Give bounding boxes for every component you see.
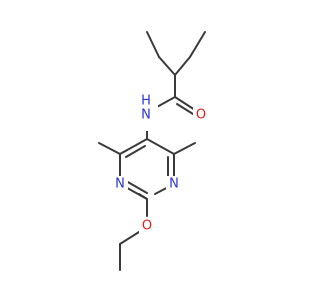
amide-n-label: N bbox=[141, 108, 151, 123]
amide-nitrogen: H N bbox=[138, 94, 158, 131]
ring-nitrogen-left: N bbox=[112, 176, 128, 192]
ring-n-left-label: N bbox=[115, 177, 125, 192]
label-background bbox=[166, 176, 182, 192]
carbonyl-oxygen: O bbox=[193, 107, 209, 123]
bond bbox=[125, 145, 146, 158]
bond bbox=[158, 56, 176, 76]
bond bbox=[146, 138, 175, 155]
bond bbox=[174, 96, 196, 111]
label-background bbox=[193, 107, 209, 123]
bond bbox=[98, 142, 121, 155]
bond bbox=[189, 31, 206, 58]
ring-nitrogen-right: N bbox=[166, 176, 182, 192]
bond bbox=[125, 180, 148, 194]
ether-o-label: O bbox=[142, 219, 152, 234]
label-background bbox=[112, 176, 128, 192]
bonds bbox=[98, 31, 206, 271]
ring-n-right-label: N bbox=[169, 177, 179, 192]
carbonyl-o-label: O bbox=[196, 108, 206, 123]
amide-h-label: H bbox=[141, 94, 151, 109]
atom-labels: H N O N N O bbox=[112, 94, 209, 234]
bond bbox=[173, 142, 196, 155]
bond bbox=[154, 96, 176, 109]
label-background bbox=[138, 99, 158, 131]
label-background bbox=[139, 218, 155, 234]
bond bbox=[146, 31, 160, 58]
bond bbox=[174, 56, 191, 76]
molecule-diagram: H N O N N O bbox=[98, 31, 209, 271]
bond bbox=[176, 103, 194, 115]
bond bbox=[119, 231, 140, 245]
bond bbox=[119, 138, 148, 155]
ether-oxygen: O bbox=[139, 218, 155, 234]
